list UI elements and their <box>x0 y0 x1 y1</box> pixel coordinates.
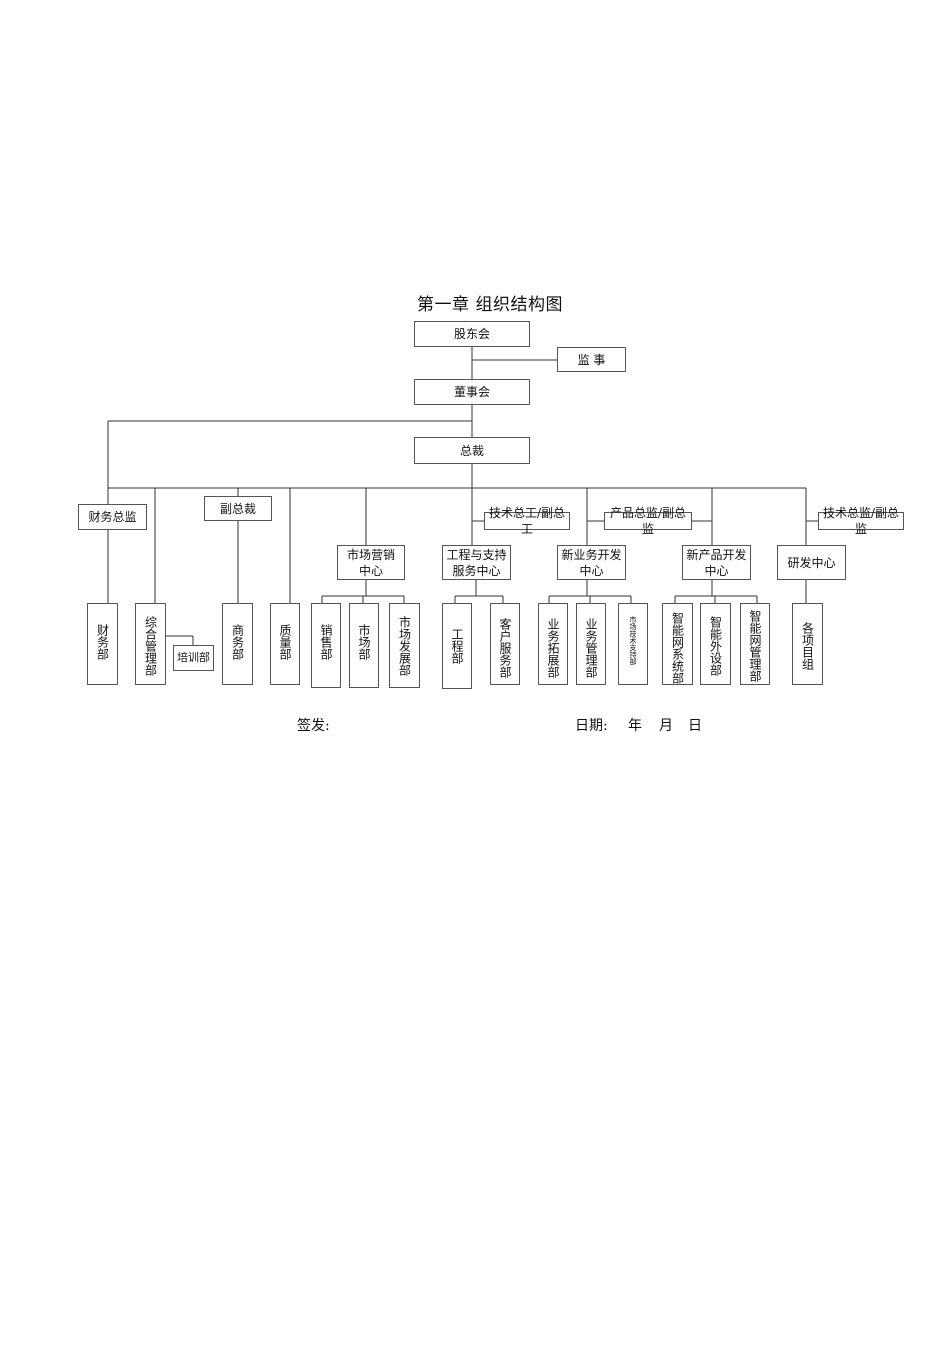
dept-market: 市场部 <box>349 603 379 688</box>
dept-label: 客户服务部 <box>498 618 512 678</box>
date-month: 月 <box>659 718 673 734</box>
node-finance-director: 财务总监 <box>78 504 147 530</box>
center-line-1: 市场营销 <box>346 547 395 562</box>
center-line-2: 中心 <box>358 563 383 578</box>
dept-business-management: 业务管理部 <box>576 603 606 685</box>
dept-customer-service: 客户服务部 <box>490 603 520 685</box>
node-supervisor: 监 事 <box>557 347 626 372</box>
dept-label: 市场技术支持部 <box>629 616 637 665</box>
node-shareholders: 股东会 <box>414 321 530 347</box>
dept-label: 业务管理部 <box>584 618 598 678</box>
dept-market-tech-support: 市场技术支持部 <box>618 603 648 685</box>
dept-label: 销售部 <box>319 624 333 660</box>
center-line-1: 新业务开发 <box>561 547 622 562</box>
date-year: 年 <box>628 718 642 734</box>
dept-project-groups: 各项目组 <box>792 603 823 685</box>
dept-business: 商务部 <box>222 603 253 685</box>
dept-label: 工程部 <box>450 628 464 664</box>
page-title: 第一章 组织结构图 <box>417 295 563 315</box>
dept-label: 智能外设部 <box>708 616 723 676</box>
center-line-1: 工程与支持 <box>446 547 507 562</box>
center-line-2: 中心 <box>579 563 604 578</box>
dept-general-management: 综合管理部 <box>135 603 166 685</box>
dept-market-development: 市场发展部 <box>389 603 420 688</box>
dept-smart-network-system: 智能网系统部 <box>662 603 693 685</box>
dept-label: 商务部 <box>230 624 245 660</box>
node-tech-chief-engineer: 技术总工/副总工 <box>484 506 570 536</box>
date-label: 日期: <box>575 718 608 734</box>
dept-smart-peripheral: 智能外设部 <box>700 603 731 685</box>
node-marketing-center: 市场营销 中心 <box>337 545 405 580</box>
node-tech-director: 技术总监/副总监 <box>818 506 904 536</box>
dept-finance: 财务部 <box>87 603 118 685</box>
dept-label: 智能网系统部 <box>670 612 685 684</box>
dept-engineering: 工程部 <box>442 603 472 689</box>
dept-label: 综合管理部 <box>143 616 158 676</box>
node-board: 董事会 <box>414 379 530 405</box>
node-president: 总裁 <box>414 437 530 464</box>
node-rnd-center: 研发中心 <box>777 545 846 580</box>
dept-label: 各项目组 <box>800 622 815 670</box>
dept-label: 市场部 <box>357 624 371 660</box>
node-new-product-center: 新产品开发 中心 <box>682 545 751 580</box>
dept-label: 市场发展部 <box>397 616 412 676</box>
center-line-2: 服务中心 <box>452 563 501 578</box>
dept-quality: 质量部 <box>270 603 300 685</box>
dept-label: 财务部 <box>95 624 110 660</box>
dept-label: 质量部 <box>278 624 292 660</box>
date-day: 日 <box>688 718 702 734</box>
node-engineering-center: 工程与支持 服务中心 <box>442 545 511 580</box>
dept-training: 培训部 <box>173 645 214 671</box>
node-vice-president: 副总裁 <box>204 496 272 521</box>
center-line-1: 新产品开发 <box>686 547 747 562</box>
dept-sales: 销售部 <box>311 603 341 688</box>
center-line-2: 中心 <box>704 563 729 578</box>
sign-label: 签发: <box>297 718 330 734</box>
dept-business-expansion: 业务拓展部 <box>538 603 568 685</box>
dept-label: 智能网管理部 <box>748 610 762 682</box>
dept-smart-network-management: 智能网管理部 <box>740 603 770 685</box>
dept-label: 业务拓展部 <box>546 618 560 678</box>
node-product-director: 产品总监/副总监 <box>604 506 692 536</box>
node-new-business-center: 新业务开发 中心 <box>557 545 626 580</box>
